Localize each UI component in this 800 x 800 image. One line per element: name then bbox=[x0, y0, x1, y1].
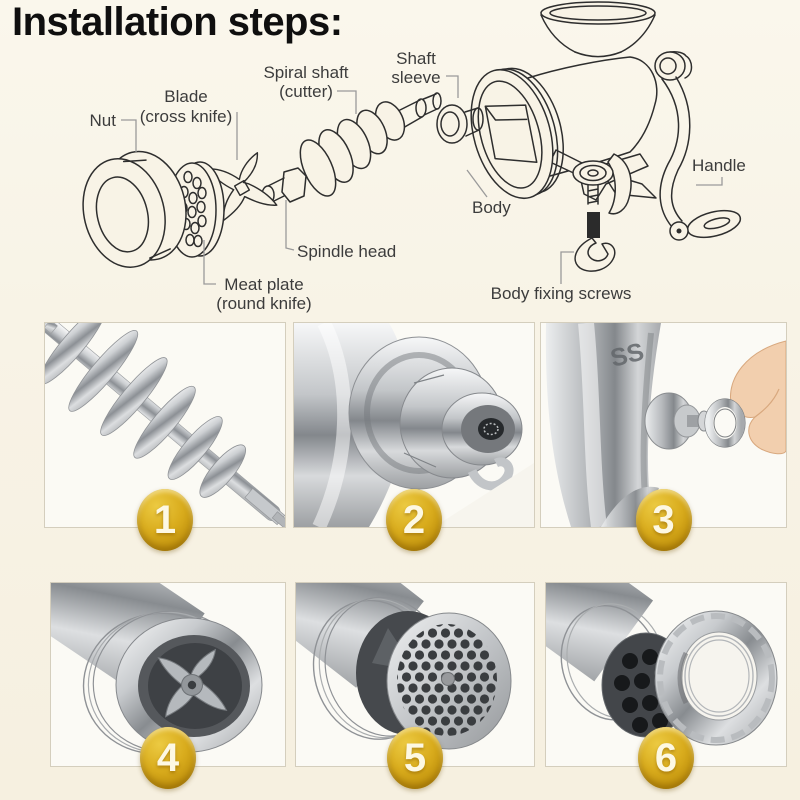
label-body: Body bbox=[472, 198, 511, 217]
step-panel-4: 4 bbox=[50, 582, 286, 789]
step-number: 5 bbox=[403, 736, 427, 780]
label-blade: Blade bbox=[164, 87, 207, 106]
spiral-shaft-drawing bbox=[299, 92, 442, 197]
body-fixing-screw-drawing bbox=[572, 153, 632, 272]
label-shaft-sleeve: Shaft bbox=[396, 49, 436, 68]
label-shaft-sleeve-sub: sleeve bbox=[391, 68, 440, 87]
blade-in-body bbox=[157, 648, 228, 718]
step-number-badge: 3 bbox=[635, 489, 692, 551]
label-spiral-shaft-sub: (cutter) bbox=[279, 82, 333, 101]
step-panel-3: SS 3 bbox=[540, 322, 787, 551]
step-number-badge: 4 bbox=[140, 727, 196, 789]
step-number-badge: 2 bbox=[386, 489, 442, 551]
step-panel-1: 1 bbox=[44, 322, 286, 551]
step-panel-6: 6 bbox=[545, 582, 787, 789]
blade-drawing bbox=[207, 152, 278, 222]
hand bbox=[729, 340, 786, 455]
nut-drawing bbox=[82, 150, 187, 268]
label-body-fixing-screws: Body fixing screws bbox=[491, 284, 632, 303]
page-title: Installation steps: bbox=[12, 0, 343, 44]
label-spiral-shaft: Spiral shaft bbox=[263, 63, 348, 82]
label-handle: Handle bbox=[692, 156, 746, 175]
exploded-diagram: Nut Blade (cross knife) Spiral shaft (cu… bbox=[82, 1, 746, 313]
step-panel-2: 2 bbox=[293, 322, 535, 551]
handle-drawing bbox=[654, 51, 742, 241]
step5-photo-meat-plate bbox=[296, 583, 534, 766]
step-number: 4 bbox=[156, 736, 180, 780]
label-spindle-head: Spindle head bbox=[297, 242, 396, 261]
step-number: 6 bbox=[654, 736, 678, 780]
shaft-sleeve-drawing bbox=[436, 104, 484, 144]
label-meat-plate: Meat plate bbox=[224, 275, 303, 294]
step-number-badge: 6 bbox=[638, 727, 694, 789]
label-meat-plate-sub: (round knife) bbox=[216, 294, 311, 313]
step-number-badge: 1 bbox=[137, 489, 193, 551]
step-number: 2 bbox=[402, 498, 426, 542]
step6-photo-nut-ring bbox=[546, 583, 786, 766]
step-number: 3 bbox=[652, 498, 675, 542]
step4-photo-blade-installed bbox=[51, 583, 285, 766]
step-number: 1 bbox=[153, 498, 177, 542]
screw-shaft-dark bbox=[587, 212, 600, 238]
label-blade-sub: (cross knife) bbox=[140, 107, 233, 126]
step-panel-5: 5 bbox=[295, 582, 535, 789]
step-number-badge: 5 bbox=[387, 727, 443, 789]
leader-lines bbox=[121, 75, 723, 285]
label-nut: Nut bbox=[90, 111, 117, 130]
